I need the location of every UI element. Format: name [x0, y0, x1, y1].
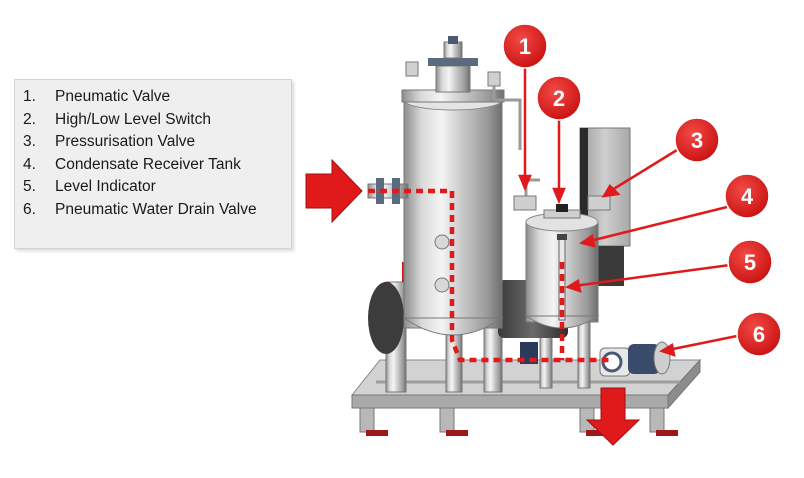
main-tank: [401, 36, 522, 336]
callout-number: 1: [519, 34, 531, 59]
receiver-tank: [513, 178, 611, 329]
callout-3: 3: [674, 117, 720, 163]
callout-number: 2: [553, 86, 565, 111]
legend-number: 4.: [23, 155, 36, 173]
legend-box: 1. Pneumatic Valve 2. High/Low Level Switc…: [14, 79, 292, 249]
legend-number: 2.: [23, 110, 36, 128]
legend-list: 1. Pneumatic Valve 2. High/Low Level Switc…: [15, 80, 291, 222]
legend-number: 1.: [23, 88, 36, 105]
legend-item: 2. High/Low Level Switch: [23, 109, 291, 132]
callout-6: 6: [736, 311, 782, 357]
inlet-arrow: [305, 158, 363, 224]
flow-path: [368, 188, 610, 363]
legend-label: Condensate Receiver Tank: [55, 155, 241, 173]
callout-2: 2: [536, 75, 582, 121]
legend-number: 3.: [23, 133, 36, 151]
legend-item: 1. Pneumatic Valve: [23, 86, 291, 109]
callout-1: 1: [502, 23, 548, 69]
leader-lines: [518, 66, 738, 357]
outlet-arrow: [585, 387, 641, 446]
callout-4: 4: [724, 173, 770, 219]
legend-item: 3. Pressurisation Valve: [23, 131, 291, 154]
legend-label: Level Indicator: [55, 178, 156, 196]
callout-number: 5: [744, 250, 756, 275]
legend-number: 6.: [23, 200, 36, 218]
legend-item: 4. Condensate Receiver Tank: [23, 154, 291, 177]
callout-number: 6: [753, 322, 765, 347]
legend-label: Pneumatic Valve: [55, 88, 171, 105]
callout-number: 3: [691, 128, 703, 153]
legend-number: 5.: [23, 178, 36, 196]
callout-5: 5: [727, 239, 773, 285]
legend-label: Pressurisation Valve: [55, 133, 196, 151]
callout-number: 4: [741, 184, 754, 209]
legend-item: 6. Pneumatic Water Drain Valve: [23, 199, 291, 222]
legend-item: 5. Level Indicator: [23, 176, 291, 199]
legend-label: High/Low Level Switch: [55, 110, 211, 128]
control-panel: [579, 127, 631, 286]
legend-label: Pneumatic Water Drain Valve: [55, 200, 257, 218]
